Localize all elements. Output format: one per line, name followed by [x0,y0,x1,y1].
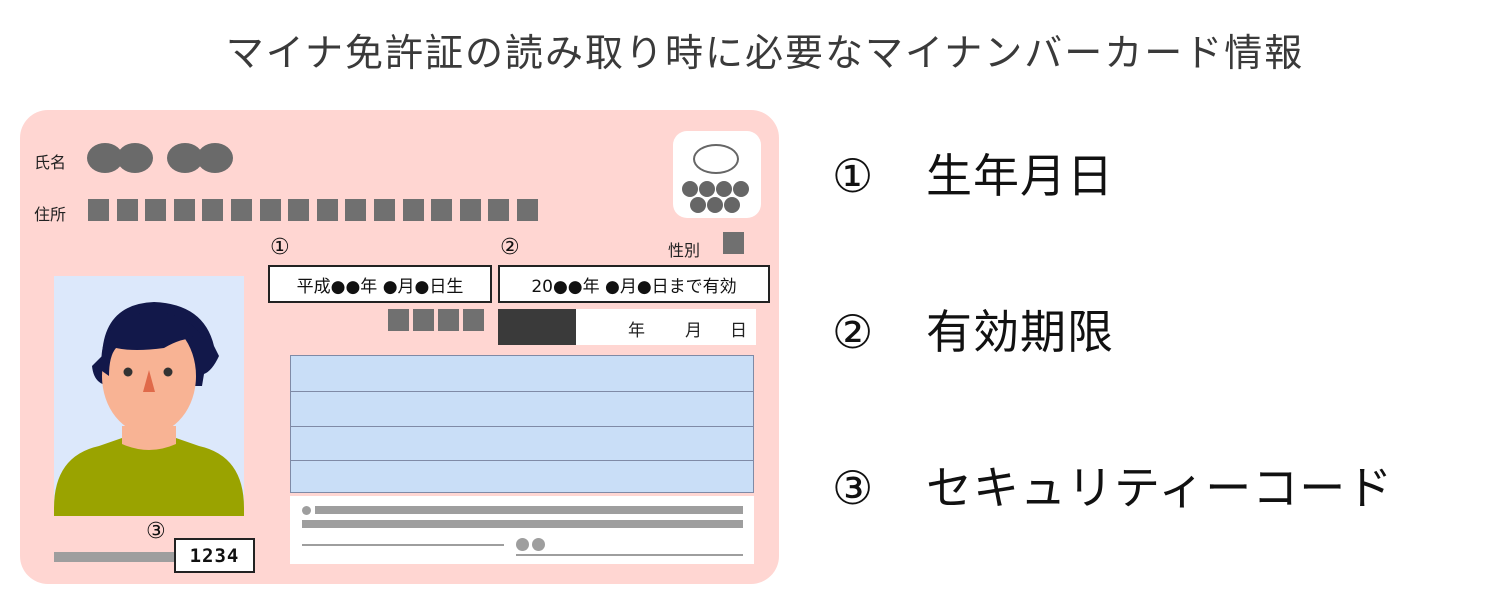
address-masked-square [288,199,310,221]
address-masked-square [374,199,395,221]
gender-masked [723,232,744,254]
gender-label: 性別 [668,241,701,260]
marker-2: ② [500,235,520,260]
day-label: 日 [730,321,747,341]
info-area [290,355,754,493]
marker-3: ③ [146,519,166,544]
name-label: 氏名 [34,153,67,172]
masked-square [388,309,409,331]
legend-item-expiry: ② 有効期限 [832,296,1114,362]
legend-label: セキュリティーコード [926,461,1394,515]
note-area [290,496,754,564]
address-masked-square [517,199,538,221]
expiry-year-masked [498,309,576,345]
legend-label: 有効期限 [926,305,1114,359]
masked-square [438,309,459,331]
portrait-photo [54,276,244,516]
expiry-date-box: 20●●年 ●月●日まで有効 [498,265,770,303]
address-masked-square [202,199,224,221]
legend-marker: ③ [832,461,875,515]
address-label: 住所 [34,205,67,224]
address-masked-square [231,199,252,221]
masked-square [463,309,484,331]
masked-square [413,309,434,331]
address-masked-square [145,199,167,221]
address-masked-square [116,199,138,221]
legend-label: 生年月日 [926,149,1114,203]
page-title: マイナ免許証の読み取り時に必要なマイナンバーカード情報 [225,31,1305,75]
birth-date-box: 平成●●年 ●月●日生 [268,265,492,303]
address-masked-square [316,199,338,221]
address-masked-square [459,199,481,221]
security-code-box: 1234 [174,538,255,573]
my-number-card: 氏名 住所 性別 ① 平成●●年 ●月●日生 ② 20●●年 ●月●日まで有効 … [20,110,779,584]
address-masked-square [345,199,367,221]
address-masked-square [259,199,281,221]
address-masked-square [88,199,109,221]
legend-marker: ① [832,149,875,203]
legend-marker: ② [832,305,875,359]
masked-bar [54,552,174,562]
ic-chip-icon [673,131,761,218]
legend-item-security-code: ③ セキュリティーコード [832,452,1393,518]
year-label: 年 [628,321,645,341]
address-masked-square [402,199,424,221]
legend-item-birth-date: ① 生年月日 [832,140,1114,206]
month-label: 月 [685,321,702,341]
expiry-date-field: 年 月 日 [498,309,756,345]
address-masked-square [173,199,195,221]
address-masked-square [431,199,453,221]
marker-1: ① [270,235,290,260]
address-masked-square [488,199,510,221]
